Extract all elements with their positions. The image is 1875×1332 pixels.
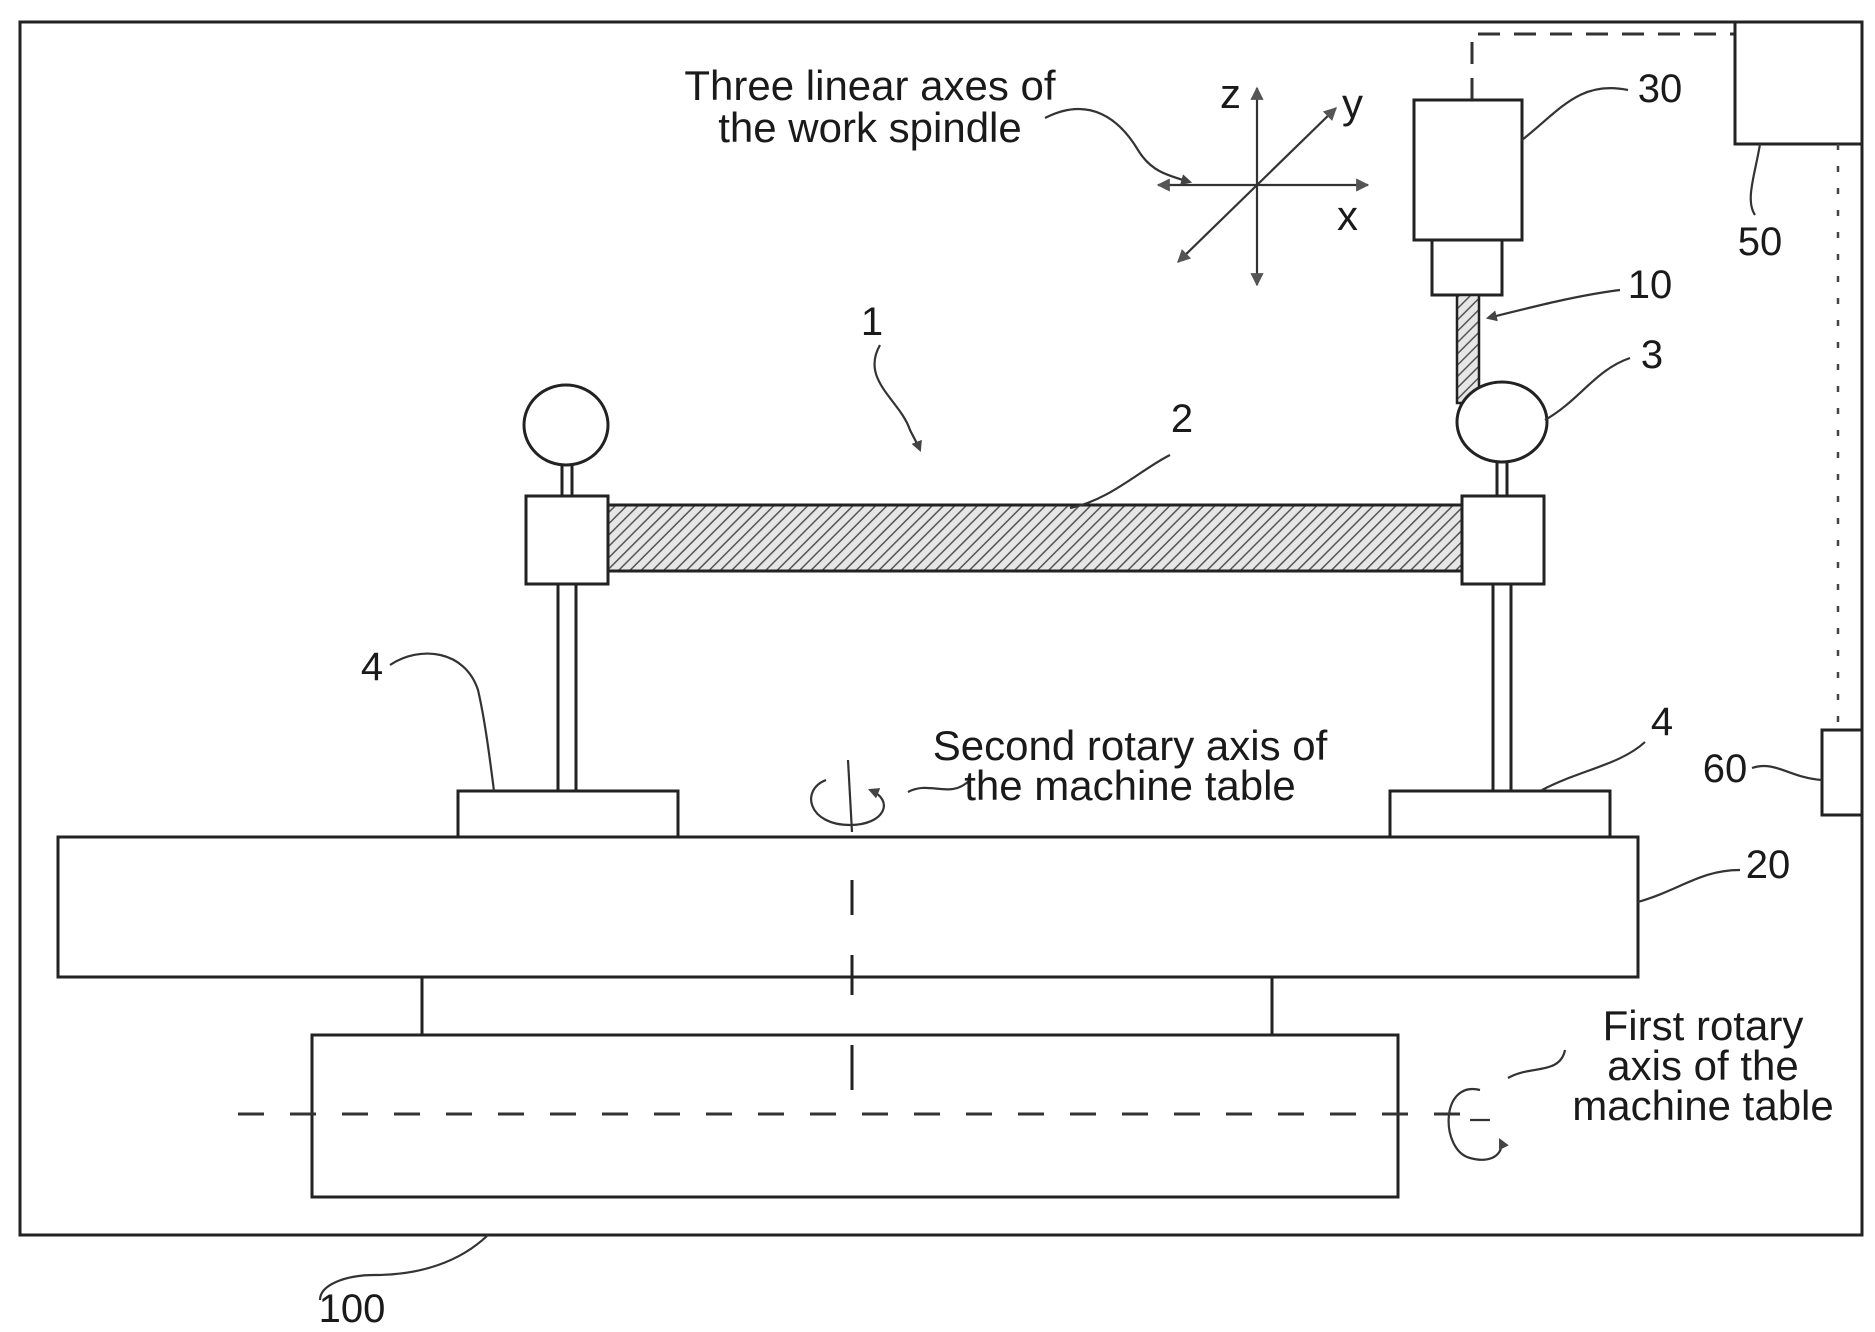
numeral-10: 10 bbox=[1628, 263, 1673, 307]
left-sphere bbox=[524, 385, 608, 465]
right-holder-block bbox=[1462, 496, 1544, 584]
axis-y-label: y bbox=[1342, 80, 1363, 127]
second-rotary-label-line2: the machine table bbox=[964, 762, 1296, 809]
numeral-3: 3 bbox=[1641, 333, 1663, 377]
device-box-60 bbox=[1822, 730, 1862, 815]
numeral-1: 1 bbox=[861, 300, 883, 344]
workpiece-2 bbox=[608, 505, 1462, 571]
first-rotary-label-line3: machine table bbox=[1572, 1082, 1834, 1129]
spindle-nose bbox=[1432, 240, 1502, 295]
left-holder-block bbox=[526, 496, 608, 584]
right-sphere-3 bbox=[1457, 382, 1547, 462]
support-base-right-4 bbox=[1390, 791, 1610, 837]
numeral-4-left: 4 bbox=[361, 645, 383, 689]
support-base-left-4 bbox=[458, 791, 678, 837]
numeral-30: 30 bbox=[1638, 67, 1683, 111]
cradle-base bbox=[312, 1035, 1398, 1197]
numeral-60: 60 bbox=[1703, 747, 1748, 791]
tool-10 bbox=[1457, 295, 1479, 403]
numeral-4-right: 4 bbox=[1651, 700, 1673, 744]
linear-axes-label-line2: the work spindle bbox=[718, 104, 1022, 151]
linear-axes-label-line1: Three linear axes of bbox=[684, 62, 1056, 109]
numeral-20: 20 bbox=[1746, 843, 1791, 887]
axis-z-label: z bbox=[1220, 70, 1241, 117]
spindle-housing-30 bbox=[1414, 100, 1522, 240]
numeral-2: 2 bbox=[1171, 397, 1193, 441]
controller-box-50 bbox=[1735, 22, 1862, 144]
numeral-100: 100 bbox=[319, 1287, 386, 1331]
numeral-50: 50 bbox=[1738, 220, 1783, 264]
axis-x-label: x bbox=[1337, 192, 1358, 239]
machine-table-20 bbox=[58, 837, 1638, 977]
